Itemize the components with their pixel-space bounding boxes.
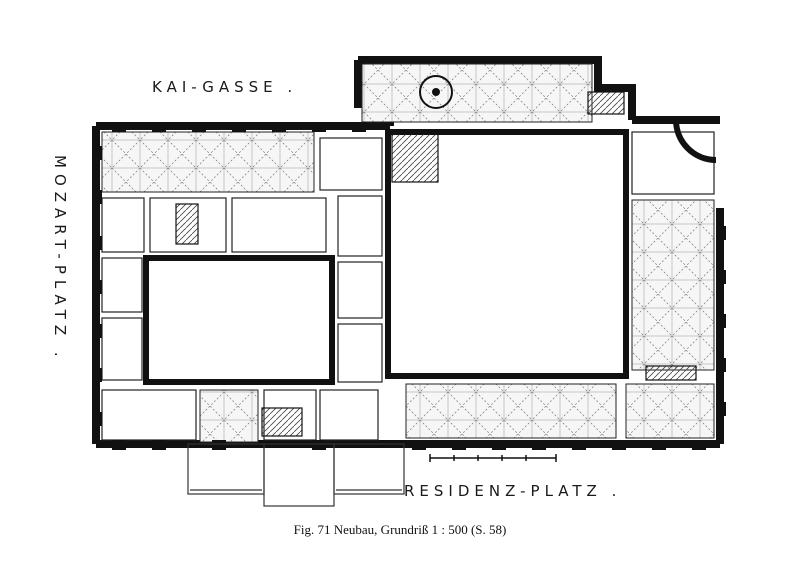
entrance-hall [199,389,259,443]
wall-piers [92,122,726,450]
entrance-porch [187,443,405,507]
north-wing-rooms [101,131,315,193]
courtyards [143,129,629,385]
southeast-rooms [625,383,715,439]
stair-annex [587,91,625,115]
plain-rooms [101,131,715,441]
stair-south [261,407,303,437]
corner-apse [673,119,717,163]
stair-east [645,365,697,381]
courtyard-west [143,255,335,385]
street-label-north: KAI-GASSE . [152,78,298,96]
annex-top-wall [358,56,636,120]
spiral-stair [419,75,453,109]
street-label-west: MOZART-PLATZ . [51,155,69,363]
street-label-south: RESIDENZ-PLATZ . [404,482,622,500]
stair-north [391,133,439,183]
scale-bar [429,454,557,462]
vaulted-rooms [101,63,715,443]
south-wing-rooms [405,383,617,439]
east-wing-rooms [631,199,715,371]
staircases [175,91,697,437]
stair-west [175,203,199,245]
annex-rooms [361,63,593,123]
courtyard-east [385,129,629,379]
figure-caption: Fig. 71 Neubau, Grundriß 1 : 500 (S. 58) [293,522,507,537]
